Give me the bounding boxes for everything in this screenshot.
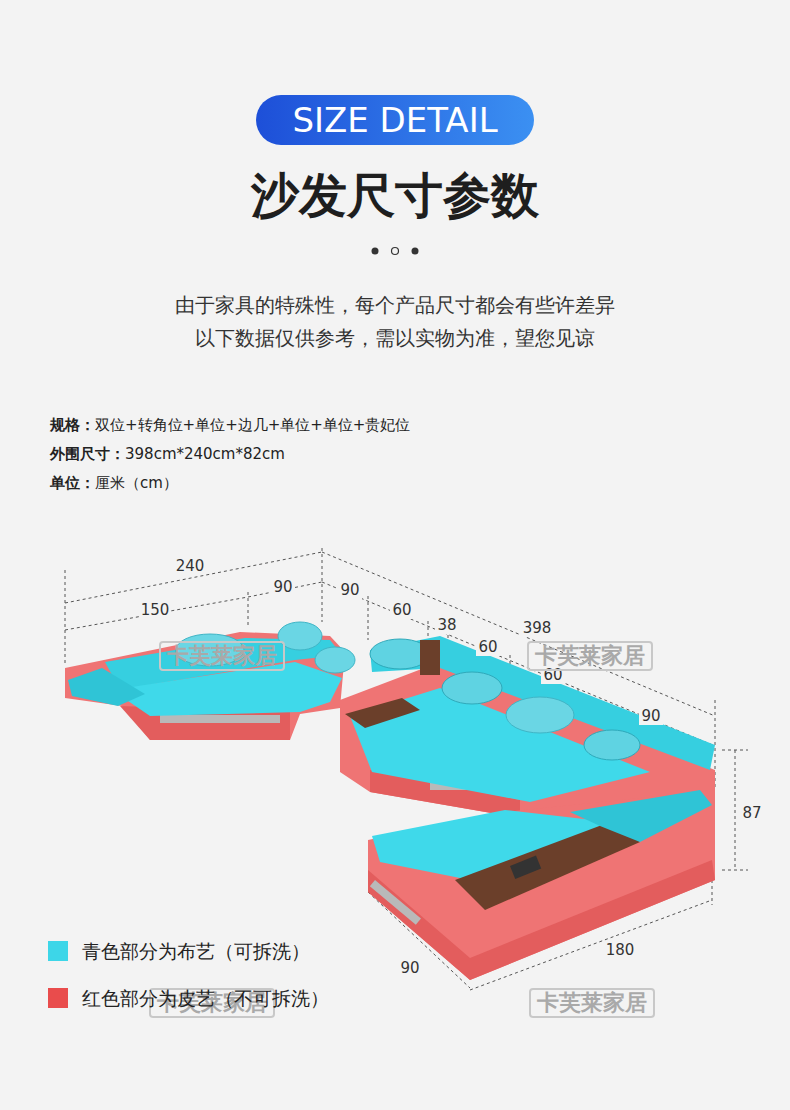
dimension: 90 bbox=[271, 578, 294, 596]
note-text: 以下数据仅供参考，需以实物为准，望您见谅 bbox=[195, 326, 595, 350]
page-title: 沙发尺寸参数 bbox=[251, 167, 539, 225]
legend-swatch bbox=[48, 941, 68, 961]
watermark: 卡芙莱家居 bbox=[529, 988, 655, 1018]
dimension: 180 bbox=[604, 941, 637, 959]
spec-key: 单位： bbox=[50, 474, 95, 492]
watermark: 卡芙莱家居 bbox=[527, 641, 653, 671]
dimension: 60 bbox=[476, 638, 499, 656]
spec-value: 双位+转角位+单位+边几+单位+单位+贵妃位 bbox=[95, 416, 410, 434]
dimension: 240 bbox=[174, 557, 207, 575]
spec-key: 规格： bbox=[50, 416, 95, 434]
spec-value: 厘米（cm） bbox=[95, 474, 178, 492]
dimension: 87 bbox=[740, 804, 763, 822]
legend-text: 红色部分为皮艺（不可拆洗） bbox=[82, 987, 329, 1010]
legend-text: 青色部分为布艺（可拆洗） bbox=[82, 940, 310, 963]
dimension: 60 bbox=[541, 666, 564, 684]
dimension: 90 bbox=[398, 959, 421, 977]
note-text: 由于家具的特殊性，每个产品尺寸都会有些许差异 bbox=[175, 293, 615, 317]
spec-key: 外围尺寸： bbox=[50, 445, 125, 463]
dimension: 398 bbox=[521, 619, 554, 637]
legend-swatch bbox=[48, 988, 68, 1008]
dimension-lines bbox=[65, 548, 748, 990]
pill-text: SIZE DETAIL bbox=[292, 100, 497, 141]
decor-dots bbox=[372, 248, 419, 255]
watermark: 卡芙莱家居 bbox=[159, 641, 285, 671]
dimension: 60 bbox=[390, 601, 413, 619]
header-pill: SIZE DETAIL bbox=[256, 95, 533, 145]
spec-value: 398cm*240cm*82cm bbox=[125, 445, 285, 463]
dimension: 90 bbox=[639, 707, 662, 725]
dimension: 90 bbox=[338, 581, 361, 599]
dimension: 150 bbox=[139, 601, 172, 619]
dimension: 38 bbox=[435, 616, 458, 634]
